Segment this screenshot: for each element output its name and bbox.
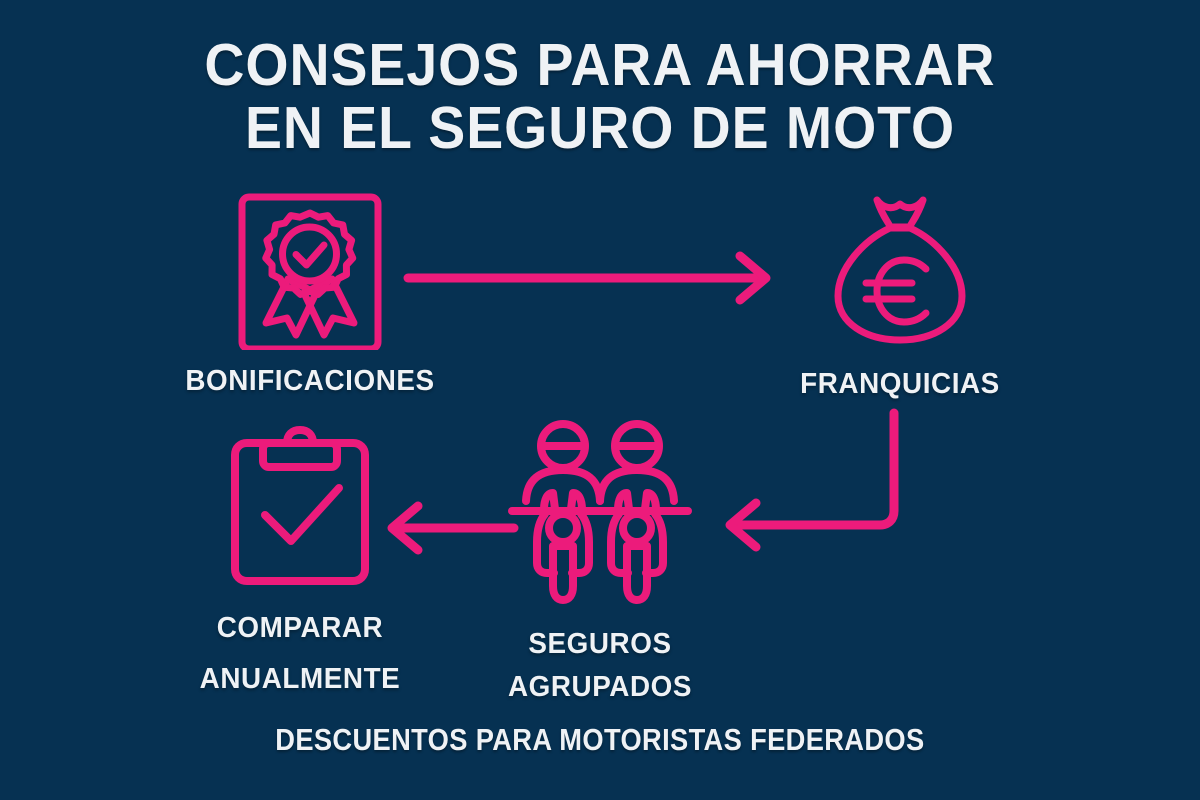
- node-comparar-label-line-1: COMPARAR: [216, 612, 384, 644]
- node-franquicias-label: FRANQUICIAS: [800, 368, 1000, 400]
- node-seguros-label-line-1: SEGUROS: [528, 628, 672, 660]
- money-bag-euro-icon: [834, 196, 966, 344]
- node-seguros-label-line-2: AGRUPADOS: [507, 671, 693, 703]
- two-motorcycle-riders-icon: [508, 420, 692, 604]
- node-bonificaciones: BONIFICACIONES: [110, 190, 510, 398]
- page-title: CONSEJOS PARA AHORRAR EN EL SEGURO DE MO…: [0, 34, 1200, 160]
- arrow-right-icon: [403, 251, 771, 305]
- node-comparar-label-line-2: ANUALMENTE: [199, 663, 401, 695]
- title-line-1: CONSEJOS PARA AHORRAR: [204, 32, 996, 98]
- title-line-2: EN EL SEGURO DE MOTO: [244, 95, 956, 161]
- node-seguros-agrupados: SEGUROS AGRUPADOS: [400, 418, 800, 704]
- node-franquicias: FRANQUICIAS: [700, 190, 1100, 401]
- arrow-elbow-down-left-icon: [725, 408, 899, 552]
- certificate-award-icon: [238, 193, 382, 350]
- footer-text: DESCUENTOS PARA MOTORISTAS FEDERADOS: [275, 722, 925, 757]
- node-bonificaciones-label: BONIFICACIONES: [185, 365, 435, 397]
- node-comparar-anualmente: COMPARAR ANUALMENTE: [100, 424, 500, 696]
- footer-caption: DESCUENTOS PARA MOTORISTAS FEDERADOS: [0, 722, 1200, 758]
- clipboard-checkmark-icon: [231, 426, 369, 585]
- arrow-left-icon: [387, 501, 519, 555]
